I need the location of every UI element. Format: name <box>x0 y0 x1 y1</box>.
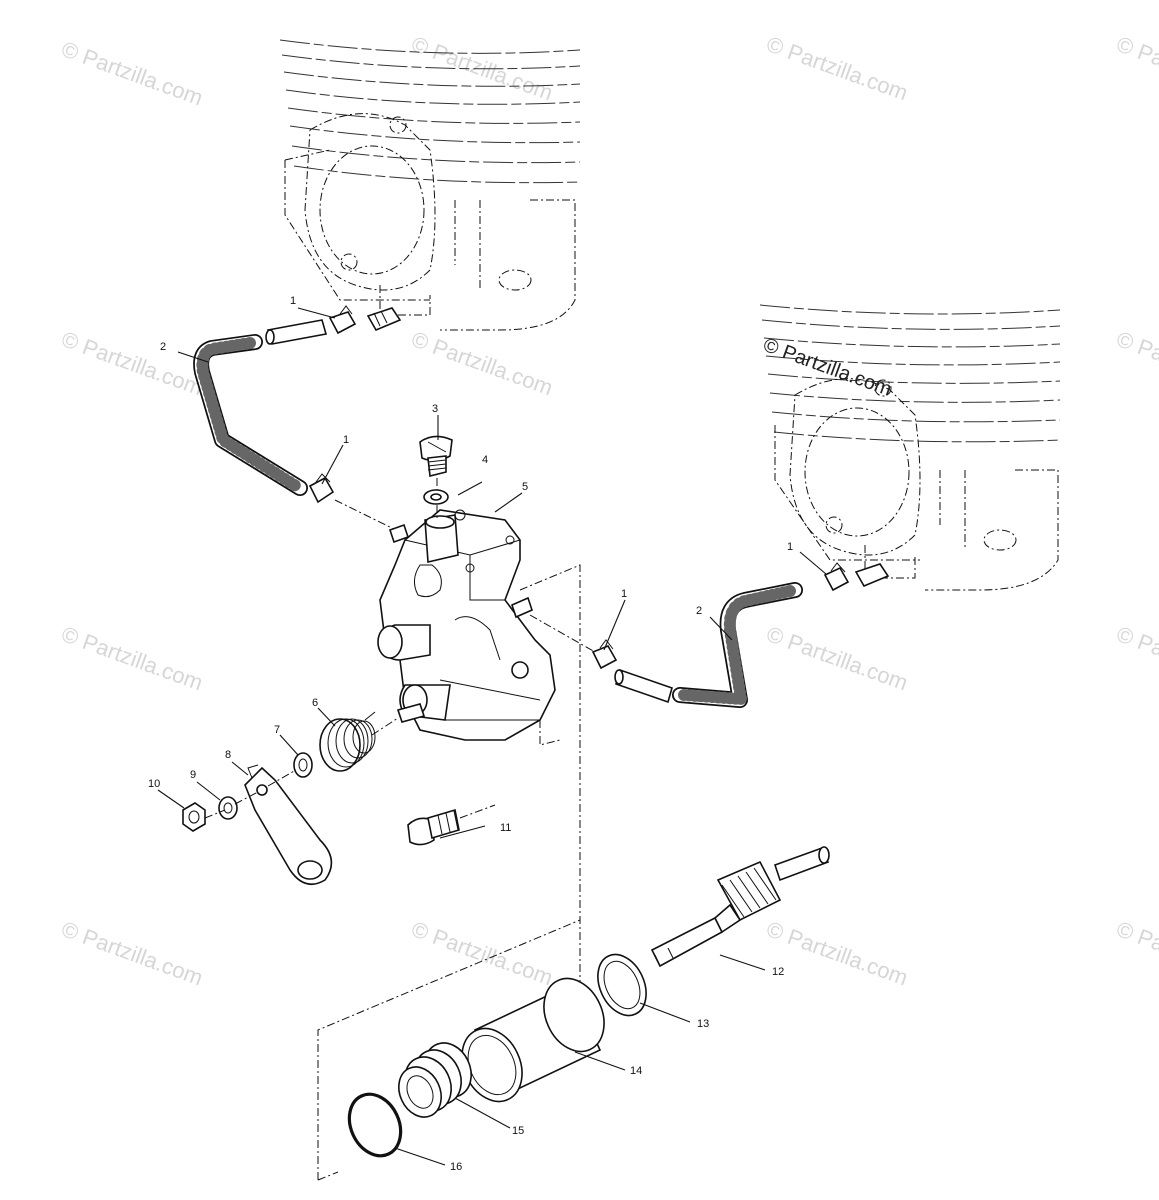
bellows-15 <box>398 1042 472 1118</box>
leader-lines <box>157 307 827 1166</box>
callout-5: 5 <box>522 481 528 493</box>
bolt-11 <box>407 804 496 846</box>
callout-16: 16 <box>450 1161 462 1173</box>
callout-1: 1 <box>621 588 627 600</box>
callout-13: 13 <box>697 1018 709 1030</box>
watermark: © Partzilla.com <box>58 326 206 400</box>
oil-pump <box>377 509 581 1060</box>
callout-labels: 1 2 1 3 4 5 1 2 1 6 7 8 9 10 11 12 13 14… <box>148 295 793 1173</box>
watermark: © Partzilla.com <box>408 326 556 400</box>
banjo-bolt-and-washer <box>419 435 453 520</box>
watermark: © Partzilla.com <box>763 31 911 105</box>
drive-outline <box>317 919 581 1181</box>
watermark-main: © Partzilla.com <box>760 334 894 401</box>
watermark: © Partzilla.com <box>1113 31 1159 105</box>
callout-2: 2 <box>696 605 702 617</box>
callout-8: 8 <box>225 749 231 761</box>
callout-1: 1 <box>787 541 793 553</box>
sleeve-14 <box>461 977 605 1103</box>
watermark: © Partzilla.com <box>58 36 206 110</box>
watermark: © Partzilla.com <box>408 916 556 990</box>
seal-13 <box>597 953 647 1017</box>
control-lever-set <box>182 711 399 886</box>
callout-2: 2 <box>160 341 166 353</box>
callout-1: 1 <box>343 434 349 446</box>
callout-9: 9 <box>190 769 196 781</box>
callout-12: 12 <box>772 966 784 978</box>
drive-gear-shaft <box>650 846 830 968</box>
callout-4: 4 <box>482 454 488 466</box>
snap-ring-16 <box>347 1092 403 1158</box>
callout-6: 6 <box>312 697 318 709</box>
callout-11: 11 <box>500 822 511 834</box>
callout-3: 3 <box>432 403 438 415</box>
watermark: © Partzilla.com <box>1113 916 1159 990</box>
callout-15: 15 <box>512 1125 524 1137</box>
cylinder-top-left <box>279 39 581 331</box>
watermark: © Partzilla.com <box>763 621 911 695</box>
callout-10: 10 <box>148 778 160 790</box>
callout-1: 1 <box>290 295 296 307</box>
watermark: © Partzilla.com <box>58 621 206 695</box>
callout-7: 7 <box>274 724 280 736</box>
callout-14: 14 <box>630 1065 642 1077</box>
hose-upper-left <box>193 305 402 533</box>
cylinder-right <box>759 304 1061 591</box>
watermark-layer: © Partzilla.com © Partzilla.com © Partzi… <box>58 31 1159 990</box>
watermark: © Partzilla.com <box>58 916 206 990</box>
watermark: © Partzilla.com <box>763 916 911 990</box>
watermark: © Partzilla.com <box>1113 326 1159 400</box>
hose-right <box>529 562 890 708</box>
watermark: © Partzilla.com <box>1113 621 1159 695</box>
